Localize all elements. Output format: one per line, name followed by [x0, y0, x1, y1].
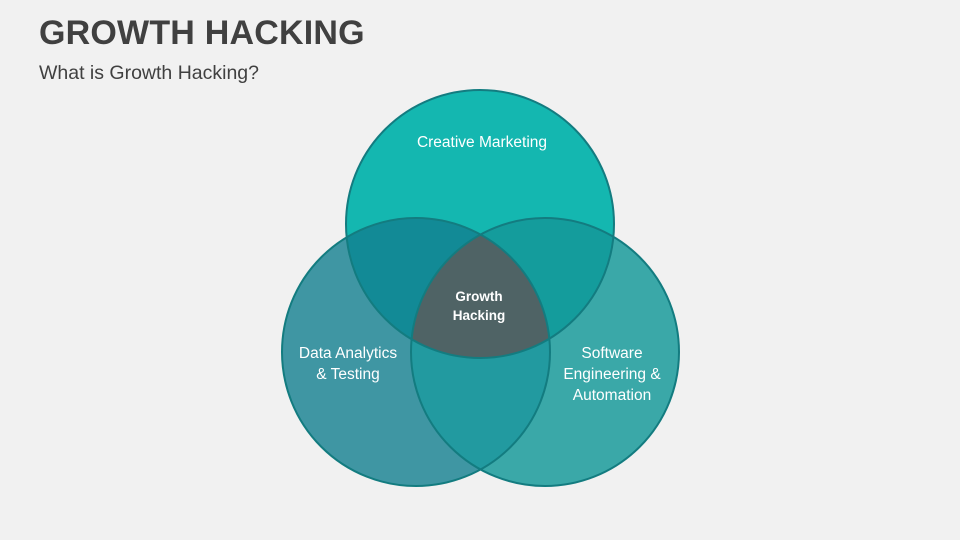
label-software-line2: Engineering &	[563, 366, 661, 383]
slide-title: GROWTH HACKING	[39, 14, 365, 52]
label-creative-marketing: Creative Marketing	[417, 134, 547, 151]
label-growth-hacking-line1: Growth	[455, 289, 502, 304]
label-growth-hacking-line2: Hacking	[453, 308, 506, 323]
label-software-line1: Software	[581, 345, 642, 362]
outline-left	[281, 217, 551, 487]
slide-subtitle: What is Growth Hacking?	[39, 62, 259, 84]
label-data-analytics-line2: & Testing	[316, 366, 379, 383]
label-software-line3: Automation	[573, 387, 651, 404]
outline-right	[410, 217, 680, 487]
label-data-analytics-line1: Data Analytics	[299, 345, 397, 362]
outline-top	[345, 89, 615, 359]
